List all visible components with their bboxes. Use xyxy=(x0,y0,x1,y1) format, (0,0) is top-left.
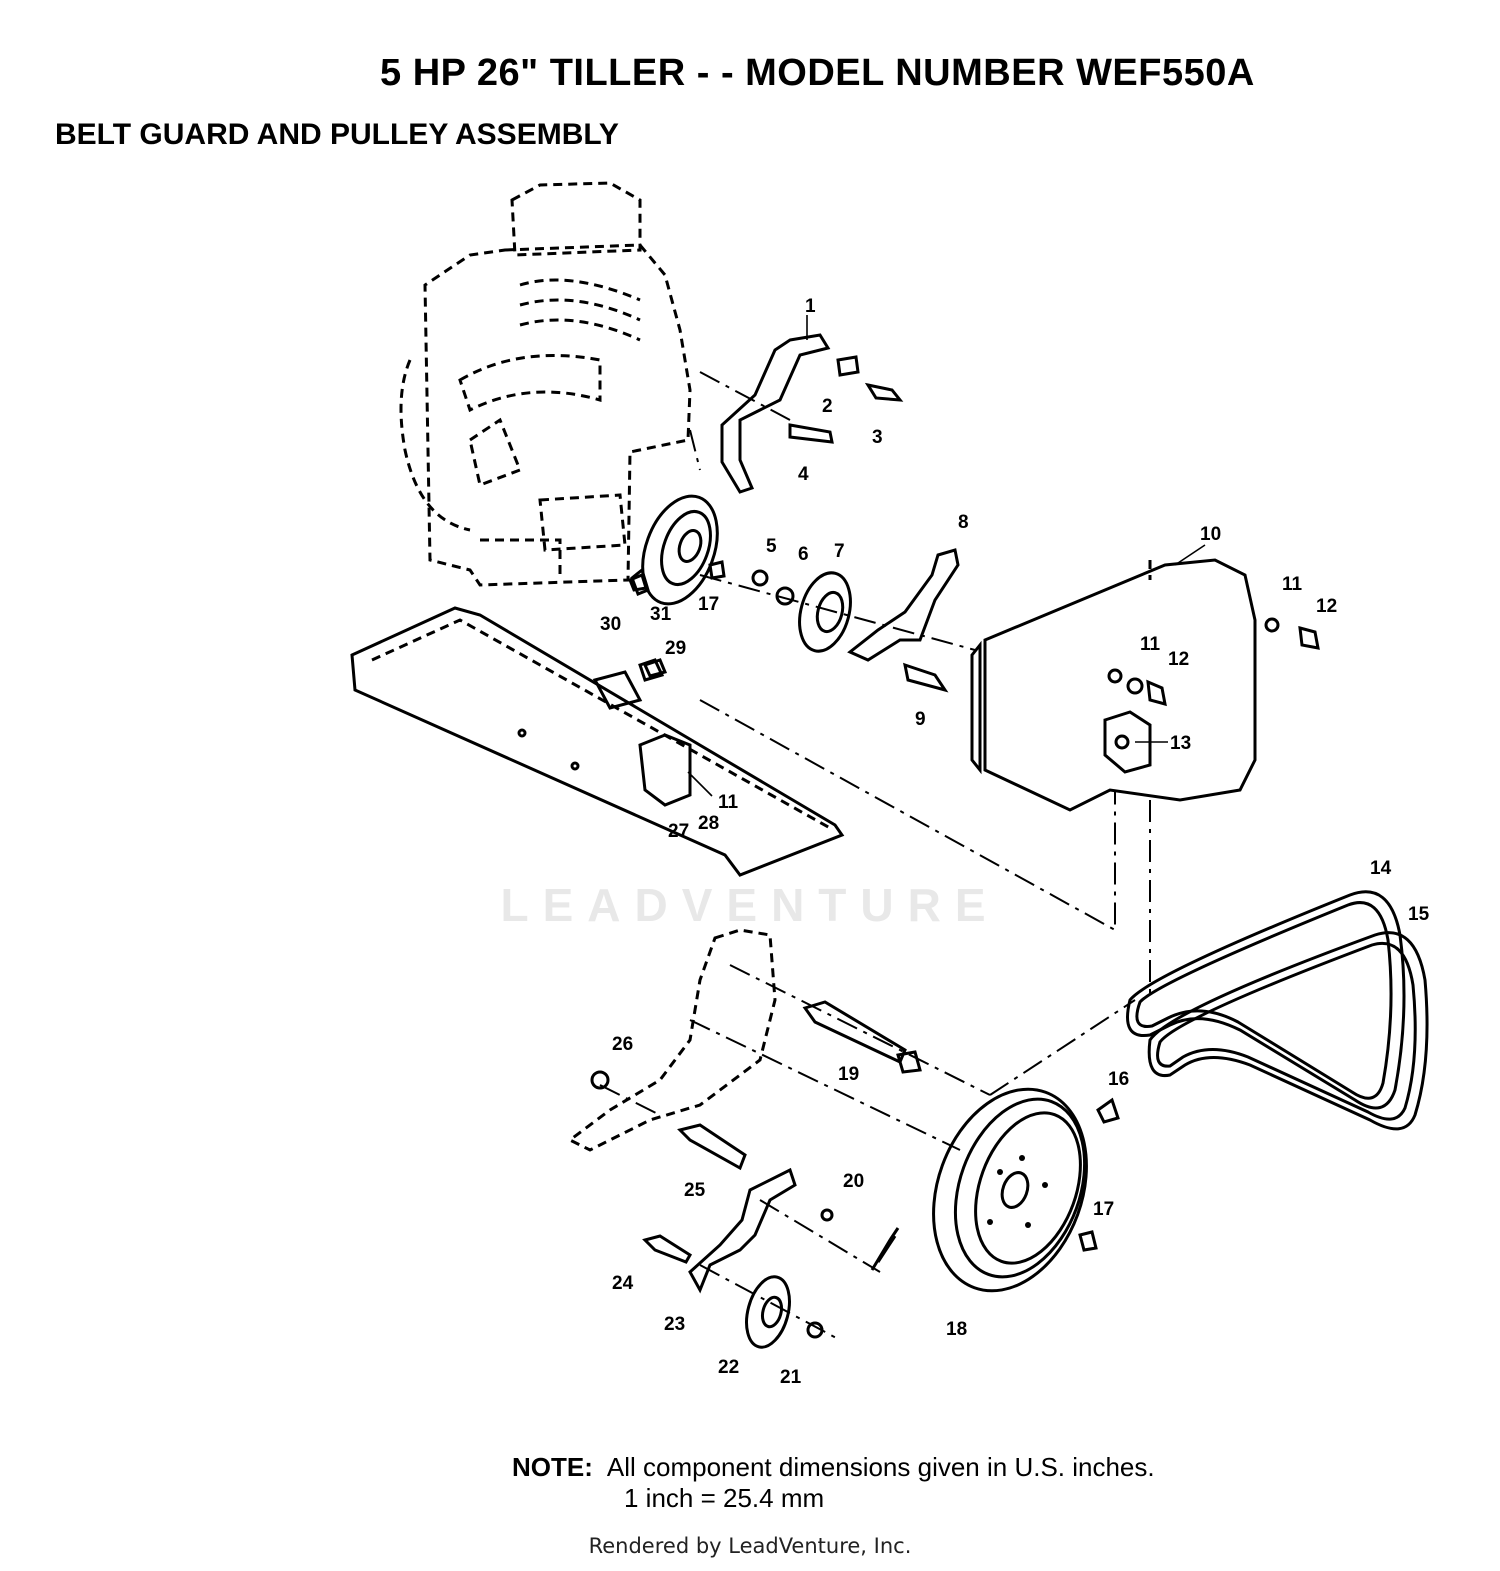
callout-30: 30 xyxy=(600,614,621,635)
tine-shield xyxy=(350,606,845,877)
engine-pulley xyxy=(630,494,719,606)
footer-credit: Rendered by LeadVenture, Inc. xyxy=(588,1534,912,1558)
callout-5: 5 xyxy=(766,536,777,557)
drive-pulley-large xyxy=(932,1087,1098,1293)
callout-19: 19 xyxy=(838,1064,859,1085)
callout-16: 16 xyxy=(1108,1069,1129,1090)
page-title: 5 HP 26" TILLER - - MODEL NUMBER WEF550A xyxy=(380,52,1255,94)
callout-17b: 17 xyxy=(1093,1199,1114,1220)
callout-27: 27 xyxy=(668,821,689,842)
callout-14: 14 xyxy=(1370,858,1392,879)
callout-28: 28 xyxy=(698,813,719,834)
drive-belts xyxy=(1126,890,1429,1131)
part-callouts: 1 2 3 4 5 6 7 8 9 10 11 11 11 12 12 13 1… xyxy=(600,296,1430,1388)
callout-11a: 11 xyxy=(1282,574,1303,595)
callout-24: 24 xyxy=(612,1273,634,1294)
callout-25: 25 xyxy=(684,1180,706,1201)
note-line-1: All component dimensions given in U.S. i… xyxy=(606,1452,1155,1482)
callout-9: 9 xyxy=(915,709,926,730)
small-fasteners xyxy=(628,560,1320,1124)
dimension-note: NOTE: All component dimensions given in U… xyxy=(512,1452,1155,1514)
idler-bracket xyxy=(847,548,960,693)
callout-3: 3 xyxy=(872,427,883,448)
callout-17a: 17 xyxy=(698,594,719,615)
leader-lines xyxy=(687,315,1206,797)
callout-31: 31 xyxy=(650,604,672,625)
note-label: NOTE: xyxy=(512,1452,593,1482)
callout-7: 7 xyxy=(834,541,845,562)
callout-12b: 12 xyxy=(1168,649,1189,670)
axle-shaft xyxy=(802,1000,922,1074)
alignment-lines xyxy=(599,371,1151,1341)
engine-bracket xyxy=(720,333,904,494)
callout-6: 6 xyxy=(798,544,809,565)
callout-12a: 12 xyxy=(1316,596,1337,617)
callout-2: 2 xyxy=(822,396,833,417)
callout-1: 1 xyxy=(805,296,816,317)
watermark: LEADVENTURE xyxy=(500,879,1000,931)
callout-29: 29 xyxy=(665,638,686,659)
callout-11c: 11 xyxy=(718,792,739,813)
callout-20: 20 xyxy=(843,1171,864,1192)
assembly-subtitle: BELT GUARD AND PULLEY ASSEMBLY xyxy=(55,118,619,151)
callout-10: 10 xyxy=(1200,524,1221,545)
callout-22: 22 xyxy=(718,1357,739,1378)
callout-21: 21 xyxy=(780,1367,802,1388)
callout-18: 18 xyxy=(946,1319,967,1340)
idler-arm-assembly xyxy=(590,1070,900,1349)
callout-23: 23 xyxy=(664,1314,685,1335)
idler-pulley-upper xyxy=(751,569,852,653)
belt-guard xyxy=(970,558,1257,812)
note-line-2: 1 inch = 25.4 mm xyxy=(624,1483,825,1513)
callout-13: 13 xyxy=(1170,733,1191,754)
callout-4: 4 xyxy=(798,464,809,485)
callout-8: 8 xyxy=(958,512,969,533)
transmission-housing xyxy=(567,928,777,1152)
callout-15: 15 xyxy=(1408,904,1430,925)
callout-26: 26 xyxy=(612,1034,633,1055)
callout-11b: 11 xyxy=(1140,634,1161,655)
engine-outline xyxy=(399,181,692,587)
